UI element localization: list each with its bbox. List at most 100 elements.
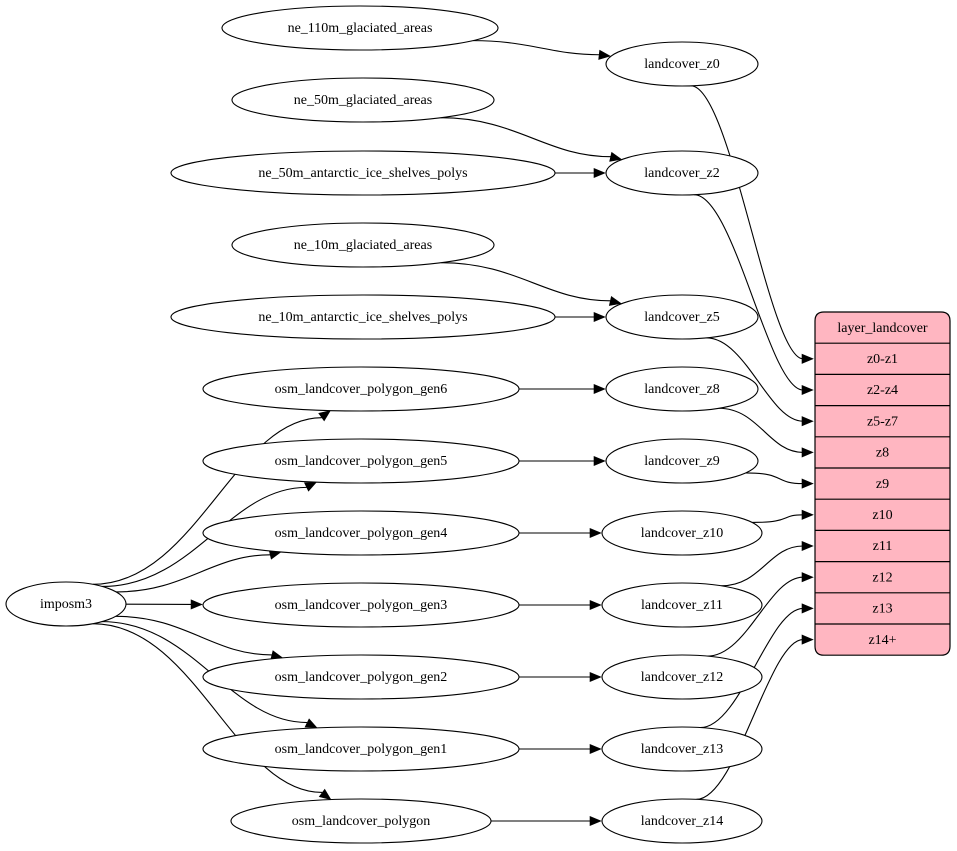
edge-landcover_z10-to-z10 (752, 514, 804, 523)
node-ne_10m_antarctic_ice_shelves_polys[interactable]: ne_10m_antarctic_ice_shelves_polys (170, 294, 556, 340)
record-row-z14+: z14+ (868, 633, 896, 648)
node-landcover_z11[interactable]: landcover_z11 (601, 582, 763, 628)
record-row-z13: z13 (872, 602, 892, 617)
node-label: landcover_z8 (644, 382, 719, 397)
node-label: landcover_z5 (644, 310, 719, 325)
node-osm_landcover_polygon_gen4[interactable]: osm_landcover_polygon_gen4 (202, 510, 520, 556)
record-row-z5-z7: z5-z7 (867, 414, 898, 429)
edge-arrowhead (801, 353, 814, 364)
node-label: osm_landcover_polygon (292, 814, 430, 829)
node-label: landcover_z0 (644, 57, 719, 72)
node-shape (601, 726, 763, 772)
node-landcover_z0[interactable]: landcover_z0 (605, 41, 759, 87)
node-shape (601, 582, 763, 628)
node-ne_50m_glaciated_areas[interactable]: ne_50m_glaciated_areas (231, 77, 495, 123)
edge-arrowhead (589, 815, 602, 827)
record-row-z9: z9 (876, 477, 889, 492)
edge-arrowhead (318, 788, 332, 801)
node-osm_landcover_polygon_gen3[interactable]: osm_landcover_polygon_gen3 (202, 582, 520, 628)
node-shape (221, 5, 499, 51)
node-landcover_z8[interactable]: landcover_z8 (605, 366, 759, 412)
node-label: osm_landcover_polygon_gen6 (275, 382, 448, 397)
record-row-z8: z8 (876, 446, 889, 461)
node-ne_110m_glaciated_areas[interactable]: ne_110m_glaciated_areas (221, 5, 499, 51)
node-landcover_z10[interactable]: landcover_z10 (601, 510, 763, 556)
edge-arrowhead (589, 743, 602, 755)
node-label: ne_50m_glaciated_areas (294, 93, 432, 108)
edge-arrowhead (801, 478, 814, 489)
node-osm_landcover_polygon_gen2[interactable]: osm_landcover_polygon_gen2 (202, 654, 520, 700)
node-label: ne_10m_glaciated_areas (294, 238, 432, 253)
layer-landcover-record: layer_landcoverz0-z1z2-z4z5-z7z8z9z10z11… (814, 311, 951, 656)
node-osm_landcover_polygon_gen5[interactable]: osm_landcover_polygon_gen5 (202, 438, 520, 484)
edge-arrowhead (598, 49, 611, 60)
node-shape (170, 294, 556, 340)
edge-arrowhead (304, 481, 318, 492)
edge-landcover_z8-to-z8 (718, 407, 804, 453)
edge-landcover_z2-to-z2-z4 (694, 194, 804, 391)
node-shape (170, 150, 556, 196)
node-osm_landcover_polygon[interactable]: osm_landcover_polygon (230, 798, 492, 844)
record-row-z10: z10 (872, 508, 892, 523)
edge-arrowhead (801, 416, 814, 427)
node-osm_landcover_polygon_gen6[interactable]: osm_landcover_polygon_gen6 (202, 366, 520, 412)
edge-arrowhead (801, 509, 814, 520)
edge-landcover_z9-to-z9 (745, 472, 804, 485)
node-landcover_z13[interactable]: landcover_z13 (601, 726, 763, 772)
edge-imposm3-to-osm_landcover_polygon_gen4 (116, 554, 271, 593)
node-ne_50m_antarctic_ice_shelves_polys[interactable]: ne_50m_antarctic_ice_shelves_polys (170, 150, 556, 196)
node-label: osm_landcover_polygon_gen4 (275, 526, 448, 541)
node-shape (601, 510, 763, 556)
node-label: landcover_z11 (641, 598, 723, 613)
edge-arrowhead (801, 634, 814, 645)
record-row-z0-z1: z0-z1 (867, 352, 898, 367)
edge-arrowhead (801, 572, 814, 583)
edge-arrowhead (190, 599, 203, 610)
edge-ne_50m_glaciated_areas-to-landcover_z2 (440, 117, 611, 158)
node-shape (202, 726, 520, 772)
node-landcover_z9[interactable]: landcover_z9 (605, 438, 759, 484)
edge-arrowhead (801, 447, 814, 458)
node-shape (202, 438, 520, 484)
node-landcover_z5[interactable]: landcover_z5 (605, 294, 759, 340)
edge-arrowhead (593, 167, 606, 179)
node-osm_landcover_polygon_gen1[interactable]: osm_landcover_polygon_gen1 (202, 726, 520, 772)
edge-landcover_z11-to-z11 (721, 545, 804, 587)
edge-arrowhead (608, 296, 622, 306)
node-shape (5, 581, 127, 627)
edge-arrowhead (589, 599, 602, 611)
edge-landcover_z5-to-z5-z7 (706, 337, 804, 422)
node-landcover_z12[interactable]: landcover_z12 (601, 654, 763, 700)
node-ne_10m_glaciated_areas[interactable]: ne_10m_glaciated_areas (231, 222, 495, 268)
node-shape (230, 798, 492, 844)
edge-arrowhead (593, 311, 606, 323)
node-label: osm_landcover_polygon_gen2 (275, 670, 448, 685)
node-landcover_z14[interactable]: landcover_z14 (601, 798, 763, 844)
edge-arrowhead (593, 455, 606, 467)
edge-arrowhead (304, 718, 318, 729)
record-outline (814, 311, 951, 656)
edge-ne_10m_glaciated_areas-to-landcover_z5 (441, 262, 611, 302)
edge-arrowhead (589, 671, 602, 683)
edge-arrowhead (801, 603, 814, 614)
node-shape (231, 77, 495, 123)
node-label: ne_10m_antarctic_ice_shelves_polys (258, 310, 467, 325)
node-landcover_z2[interactable]: landcover_z2 (605, 150, 759, 196)
node-shape (202, 582, 520, 628)
edge-imposm3-to-osm_landcover_polygon_gen2 (115, 615, 272, 656)
edge-imposm3-to-osm_landcover_polygon (92, 623, 323, 793)
edge-arrowhead (801, 384, 814, 396)
record-row-z12: z12 (872, 570, 892, 585)
node-label: osm_landcover_polygon_gen5 (275, 454, 448, 469)
record-title: layer_landcover (837, 321, 928, 336)
edge-arrowhead (318, 410, 331, 422)
edge-arrowhead (609, 151, 623, 162)
edge-imposm3-to-osm_landcover_polygon_gen6 (92, 417, 322, 585)
node-shape (605, 150, 759, 196)
nodes-layer: ne_110m_glaciated_areas ne_50m_glaciated_… (5, 5, 763, 844)
node-imposm3[interactable]: imposm3 (5, 581, 127, 627)
node-label: ne_110m_glaciated_areas (288, 21, 433, 36)
node-shape (231, 222, 495, 268)
